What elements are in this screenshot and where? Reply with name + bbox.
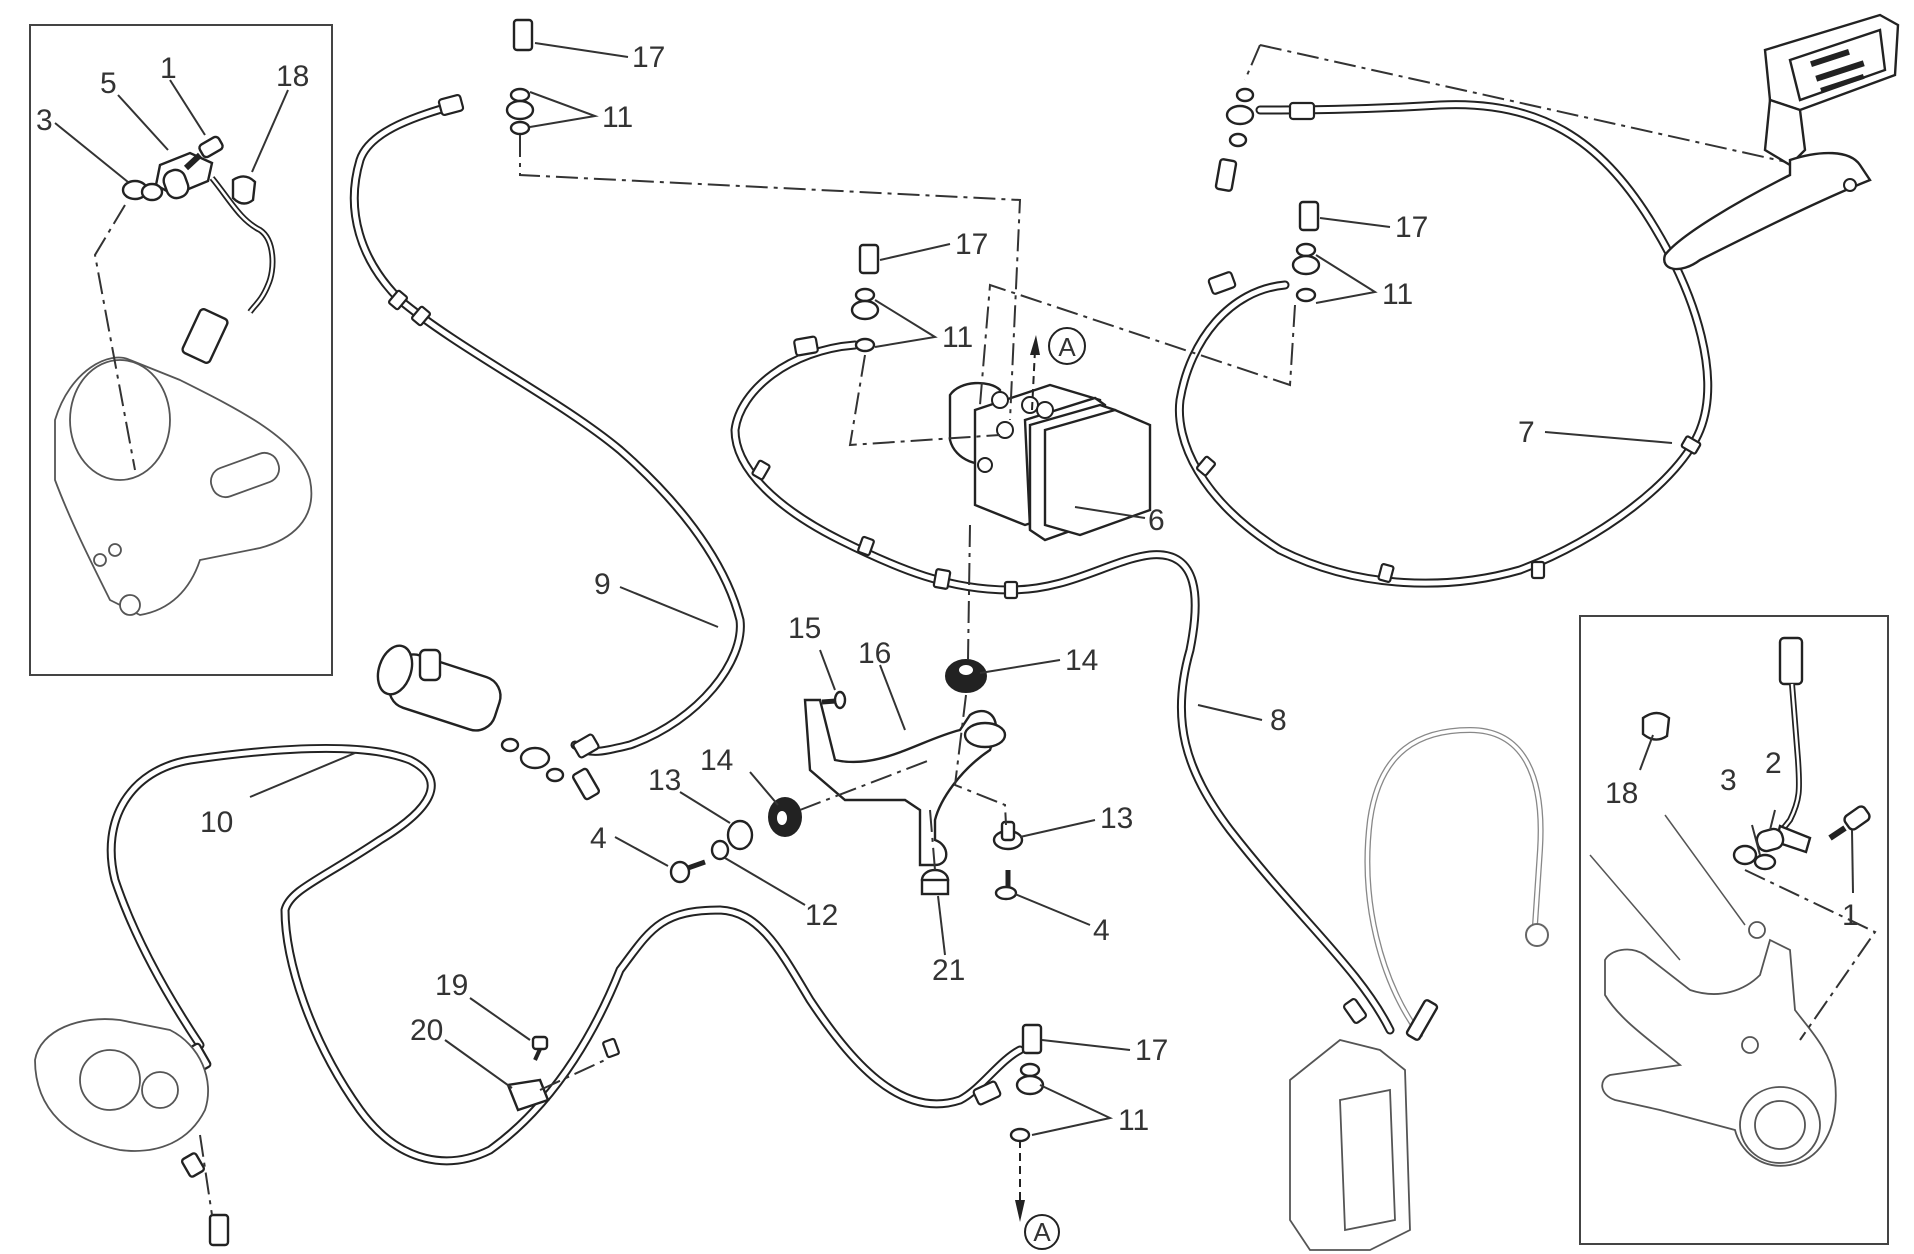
washer-3-rear [1732, 844, 1777, 871]
clip-18-rear [1641, 711, 1671, 741]
callout-17: 17 [1135, 1034, 1168, 1067]
banjo-bolt-group-top [505, 18, 1022, 421]
grommet-21 [920, 868, 950, 896]
callout-2: 2 [1765, 747, 1782, 780]
callout-16: 16 [858, 637, 891, 670]
callout-18-rear: 18 [1605, 777, 1638, 810]
wheel-speed-sensor-rear [1755, 636, 1812, 854]
callout-labels: 17 11 17 11 17 11 7 6 9 15 16 14 14 13 1… [200, 41, 1535, 1137]
callout-17: 17 [1395, 211, 1428, 244]
rear-brake-master-cylinder [376, 644, 601, 801]
master-cylinder-link [1214, 44, 1801, 192]
callout-17: 17 [632, 41, 665, 74]
callout-13: 13 [1100, 802, 1133, 835]
inset-front-sensor: 1 3 5 18 [29, 24, 333, 676]
callout-8: 8 [1270, 704, 1287, 737]
callout-14: 14 [700, 744, 733, 777]
swingarm [1601, 921, 1837, 1167]
screw-19 [531, 1035, 549, 1061]
callout-11: 11 [1118, 1104, 1149, 1137]
reference-marker-a-top: A [1030, 327, 1086, 411]
abs-modulator-6 [948, 381, 1152, 542]
rear-brake-caliper [34, 1018, 230, 1247]
callout-18: 18 [276, 60, 309, 93]
abs-bracket-16 [803, 698, 1007, 867]
callout-1-rear: 1 [1842, 899, 1859, 932]
reference-marker-a-bottom: A [1015, 1140, 1060, 1250]
leader-lines [249, 42, 1673, 1136]
callout-12: 12 [805, 899, 838, 932]
banjo-bolt-group-lower [1009, 1023, 1045, 1143]
callout-20: 20 [410, 1014, 443, 1047]
front-brake-hose-right [1364, 726, 1549, 1038]
hose-9 [349, 100, 745, 756]
marker-a-label: A [1058, 332, 1076, 362]
callout-11: 11 [1382, 278, 1413, 311]
callout-6: 6 [1148, 504, 1165, 537]
caliper-bracket-front [54, 356, 313, 616]
callout-13: 13 [648, 764, 681, 797]
callout-7: 7 [1518, 416, 1535, 449]
callout-10: 10 [200, 806, 233, 839]
hose-clip-20 [506, 1059, 606, 1112]
callout-21: 21 [932, 954, 965, 987]
callout-19: 19 [435, 969, 468, 1002]
screw-15 [821, 690, 847, 710]
washer-3 [121, 179, 164, 202]
screw-4-right [994, 870, 1018, 901]
front-brake-caliper [1289, 999, 1439, 1251]
assembly-line [93, 204, 136, 471]
hose-ferrules [184, 93, 1702, 1106]
hose-8 [730, 340, 1395, 1035]
spacer-13-right [992, 820, 1024, 851]
callout-4: 4 [1093, 914, 1110, 947]
hose-7 [1174, 100, 1713, 588]
spacer-13-left [726, 819, 754, 851]
grommet-14-left [768, 797, 802, 837]
callout-9: 9 [594, 568, 611, 601]
callout-4: 4 [590, 822, 607, 855]
grommet-14-top [945, 659, 987, 693]
callout-1: 1 [160, 52, 177, 85]
bolt-1-front [183, 135, 224, 171]
callout-3: 3 [36, 104, 53, 137]
front-brake-master-cylinder [1663, 13, 1900, 271]
inset-frame-right [1579, 615, 1889, 1245]
assembly-line [1744, 869, 1877, 1041]
banjo-bolt-group-right [979, 200, 1321, 406]
callout-11: 11 [942, 321, 973, 354]
inset-frame-left [29, 24, 333, 676]
callout-17: 17 [955, 228, 988, 261]
callout-14: 14 [1065, 644, 1098, 677]
marker-a-label: A [1033, 1217, 1051, 1247]
callout-5: 5 [100, 67, 117, 100]
hose-10 [106, 743, 1025, 1166]
callout-15: 15 [788, 612, 821, 645]
washer-12 [710, 839, 730, 861]
screw-4-left [669, 859, 706, 884]
assembly-line [799, 524, 1007, 871]
inset-rear-sensor: 18 3 2 1 [1579, 615, 1889, 1245]
banjo-bolt-group-mid [848, 243, 1001, 447]
bolt-1-rear [1828, 805, 1871, 841]
callout-3-rear: 3 [1720, 764, 1737, 797]
clip-18-front [231, 175, 257, 205]
wheel-speed-sensor-front [154, 151, 276, 364]
callout-11: 11 [602, 101, 633, 134]
